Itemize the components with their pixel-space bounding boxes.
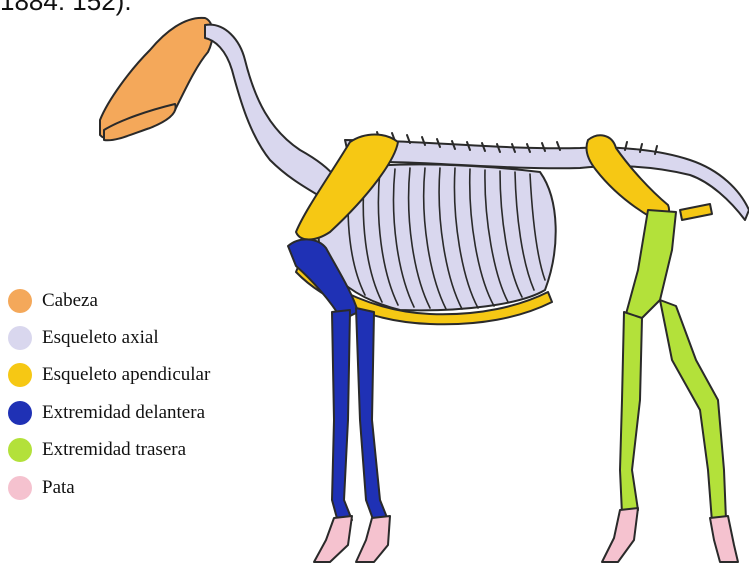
hindlimb-front — [620, 312, 642, 514]
legend-item-extremidad-trasera: Extremidad trasera — [8, 432, 210, 469]
legend-swatch — [8, 326, 32, 350]
hindfoot-left — [602, 508, 638, 562]
legend-label: Esqueleto axial — [42, 327, 159, 349]
legend: Cabeza Esqueleto axial Esqueleto apendic… — [8, 282, 210, 506]
legend-label: Esqueleto apendicular — [42, 364, 210, 386]
legend-item-extremidad-delantera: Extremidad delantera — [8, 394, 210, 431]
legend-swatch — [8, 476, 32, 500]
legend-label: Extremidad trasera — [42, 439, 186, 461]
forefoot-left — [314, 516, 352, 562]
neck-vertebrae — [205, 25, 336, 200]
legend-label: Extremidad delantera — [42, 402, 205, 424]
hindlimb-back — [660, 300, 726, 522]
forefoot-right — [356, 516, 390, 562]
legend-label: Cabeza — [42, 290, 98, 312]
forelimb-lower-front — [332, 310, 352, 522]
legend-swatch — [8, 438, 32, 462]
forelimb-lower-back — [356, 308, 388, 522]
legend-label: Pata — [42, 477, 75, 499]
tail-root — [680, 204, 712, 220]
legend-swatch — [8, 363, 32, 387]
legend-swatch — [8, 289, 32, 313]
legend-item-pata: Pata — [8, 469, 210, 506]
legend-item-esqueleto-axial: Esqueleto axial — [8, 319, 210, 356]
legend-item-esqueleto-apendicular: Esqueleto apendicular — [8, 357, 210, 394]
legend-item-cabeza: Cabeza — [8, 282, 210, 319]
hindfoot-right — [710, 516, 738, 562]
legend-swatch — [8, 401, 32, 425]
